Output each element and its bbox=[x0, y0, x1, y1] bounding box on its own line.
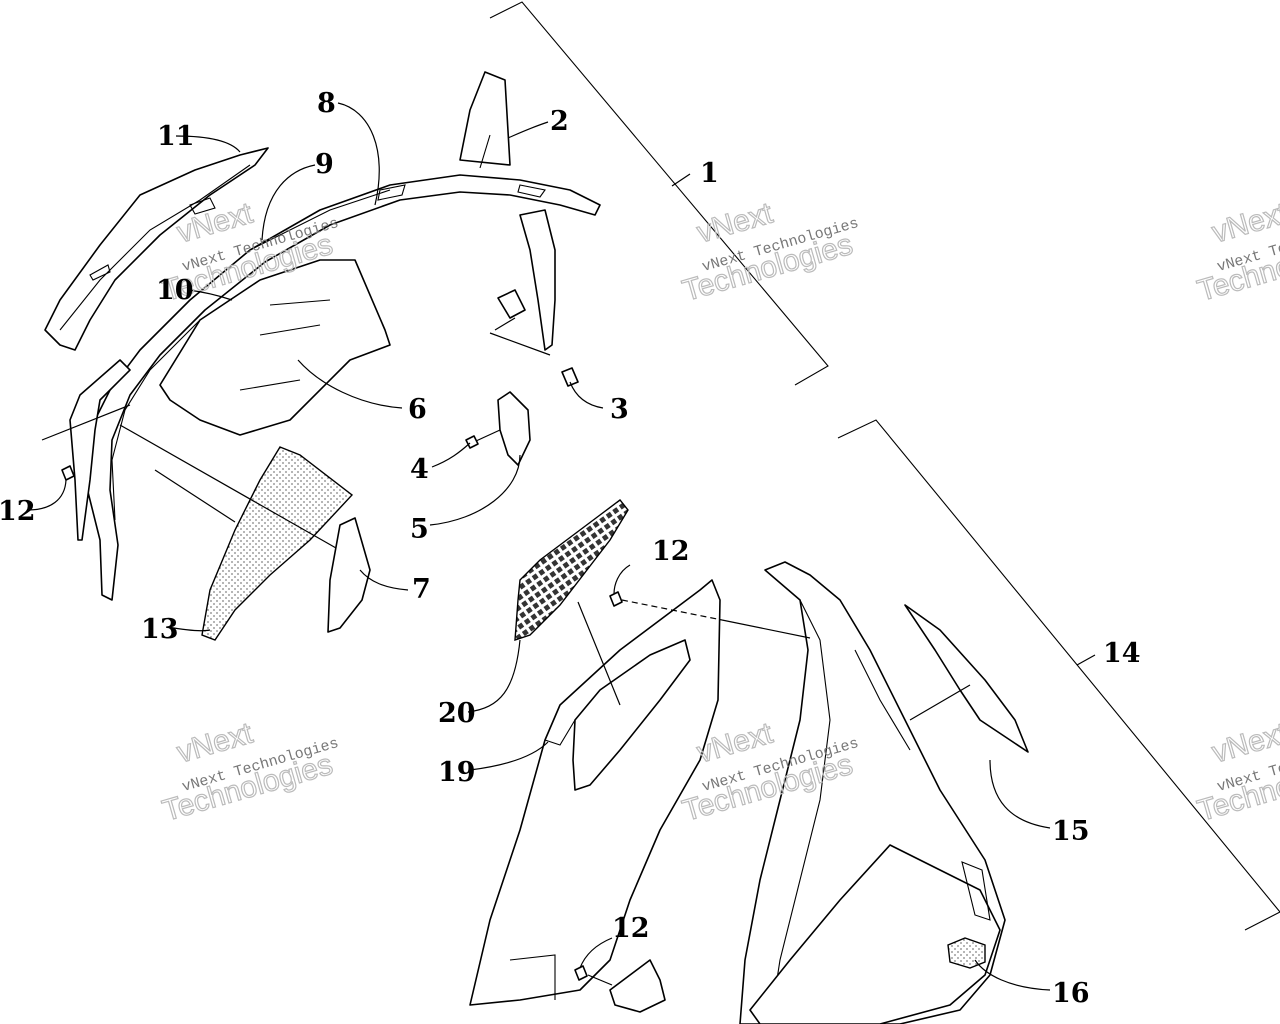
part-19-lower-clip bbox=[609, 959, 666, 1013]
watermark-3-small: vNext bbox=[1208, 197, 1280, 250]
part-3-bracket bbox=[497, 289, 526, 319]
callout-12-left: 12 bbox=[0, 496, 36, 527]
part-4-screw-shank bbox=[475, 429, 501, 442]
part-20-grille bbox=[514, 499, 629, 641]
bracket-14-tick bbox=[1076, 654, 1096, 666]
watermark-4: vNext vNext Technologies Technologies bbox=[158, 716, 340, 828]
part-2-fin-crease bbox=[479, 134, 491, 169]
callout-19: 19 bbox=[438, 757, 476, 788]
part-16-pad bbox=[947, 937, 986, 969]
part-4-screw bbox=[465, 435, 479, 449]
part-19-side-panel bbox=[469, 579, 721, 1006]
callout-2: 2 bbox=[550, 106, 569, 137]
part-14-side-shell bbox=[739, 561, 1006, 1024]
part-5-bracket bbox=[497, 391, 531, 466]
callout-16: 16 bbox=[1052, 978, 1090, 1009]
callout-15: 15 bbox=[1052, 816, 1090, 847]
part-15-deflector bbox=[904, 604, 1029, 753]
part-11-hood-panel bbox=[44, 147, 269, 351]
callout-20: 20 bbox=[438, 698, 476, 729]
part-3-clip bbox=[561, 367, 579, 387]
part-2-fin bbox=[459, 71, 511, 166]
callout-10: 10 bbox=[156, 275, 194, 306]
callout-9: 9 bbox=[315, 149, 334, 180]
callout-5: 5 bbox=[410, 514, 429, 545]
callout-1: 1 bbox=[700, 158, 719, 189]
callout-3: 3 bbox=[610, 394, 629, 425]
part-8-front-bezel bbox=[84, 174, 601, 601]
watermark-6-small: vNext bbox=[1208, 717, 1280, 770]
part-3-brace-strip bbox=[519, 209, 556, 351]
part-7-side-panel bbox=[327, 517, 371, 633]
callout-13: 13 bbox=[141, 614, 179, 645]
callout-6: 6 bbox=[408, 394, 427, 425]
callout-12-top: 12 bbox=[652, 536, 690, 567]
callout-12-bottom: 12 bbox=[612, 913, 650, 944]
callout-8: 8 bbox=[317, 88, 336, 119]
callout-14: 14 bbox=[1103, 638, 1141, 669]
callout-11: 11 bbox=[157, 121, 195, 152]
bracket-1-tick bbox=[671, 173, 691, 187]
leader-lines bbox=[27, 102, 1051, 991]
callout-4: 4 bbox=[410, 454, 429, 485]
part-12-screw-top bbox=[609, 591, 623, 607]
assembly-bracket-14 bbox=[837, 419, 1280, 931]
callout-7: 7 bbox=[412, 574, 431, 605]
part-6-windshield bbox=[159, 259, 391, 436]
watermark-2: vNext vNext Technologies Technologies bbox=[678, 196, 860, 308]
part-13-foam-insert bbox=[201, 446, 354, 641]
part-10-lower-trim bbox=[69, 359, 131, 541]
watermark-3: vNext vNext Technologies Technologies bbox=[1193, 196, 1280, 308]
part-12-screw-left bbox=[61, 465, 75, 481]
